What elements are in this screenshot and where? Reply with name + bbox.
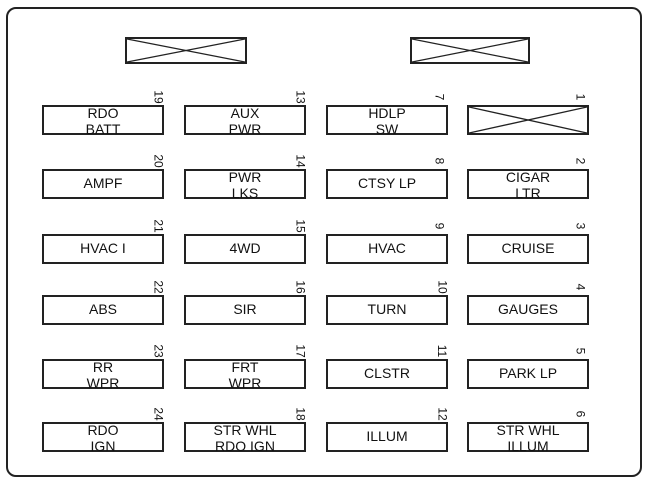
fuse-number: 24: [151, 407, 166, 421]
fuse-label-line-1: STR WHL: [496, 422, 560, 438]
fuse-number: 14: [293, 154, 308, 168]
fuse-label: CTSY LP: [357, 175, 417, 191]
fuse-label-line-2: LTR: [515, 185, 541, 201]
fuse-label-line-1: STR WHL: [213, 422, 277, 438]
fuse-number: 3: [573, 222, 588, 230]
fuse-20: AMPF: [42, 169, 164, 199]
fuse-label-line-1: RDO: [87, 422, 119, 438]
fuse-number: 5: [573, 347, 588, 355]
fuse-number: 16: [293, 280, 308, 294]
fuse-12: ILLUM: [326, 422, 448, 452]
fuse-label-line-1: FRT: [231, 359, 259, 375]
fuse-label-line-1: HDLP: [368, 105, 406, 121]
fuse-label: GAUGES: [498, 301, 558, 317]
fuse-label: HVAC I: [80, 240, 126, 256]
fuse-label: CLSTR: [364, 365, 410, 381]
fuse-number: 19: [151, 90, 166, 104]
fuse-label-line-1: CIGAR: [505, 169, 551, 185]
fuse-label: AMPF: [83, 175, 123, 191]
fuse-1: [467, 105, 589, 135]
fuse-label: TURN: [367, 301, 407, 317]
fuse-label: ILLUM: [366, 428, 408, 444]
fuse-label-line-2: ILLUM: [507, 438, 549, 454]
fuse-number: 13: [293, 90, 308, 104]
fuse-number: 17: [293, 344, 308, 358]
fuse-number: 8: [432, 157, 447, 165]
fuse-number: 10: [435, 280, 450, 294]
fuse-number: 4: [573, 283, 588, 291]
fuse-label-line-2: LKS: [231, 185, 259, 201]
fuse-label-line-2: PWR: [228, 121, 262, 137]
fuse-16: SIR: [184, 295, 306, 325]
fuse-label: SIR: [233, 301, 257, 317]
fuse-5: PARK LP: [467, 359, 589, 389]
fuse-number: 18: [293, 407, 308, 421]
fuse-3: CRUISE: [467, 234, 589, 264]
fuse-number: 9: [432, 222, 447, 230]
empty-slot-cross-icon: [127, 39, 245, 62]
fuse-label-line-1: PWR: [228, 169, 262, 185]
fuse-number: 6: [573, 410, 588, 418]
fuse-number: 2: [573, 157, 588, 165]
fuse-label-line-1: RDO: [87, 105, 119, 121]
fuse-label: ABS: [88, 301, 117, 317]
fuse-label-line-2: WPR: [228, 375, 262, 391]
empty-slot-cross-icon: [469, 107, 587, 133]
fuse-label-line-2: SW: [375, 121, 399, 137]
fuse-number: 1: [573, 93, 588, 101]
fuse-8: CTSY LP: [326, 169, 448, 199]
top-empty-slot-right: [410, 37, 530, 64]
fuse-15: 4WD: [184, 234, 306, 264]
fuse-label-line-2: RDO IGN: [215, 438, 275, 454]
fuse-label: CRUISE: [501, 240, 555, 256]
empty-slot-cross-icon: [412, 39, 528, 62]
fuse-number: 21: [151, 219, 166, 233]
fuse-22: ABS: [42, 295, 164, 325]
fuse-number: 12: [435, 407, 450, 421]
fuse-4: GAUGES: [467, 295, 589, 325]
fuse-label: HVAC: [368, 240, 406, 256]
fuse-number: 23: [151, 344, 166, 358]
fuse-11: CLSTR: [326, 359, 448, 389]
fuse-9: HVAC: [326, 234, 448, 264]
fuse-label-line-2: IGN: [90, 438, 116, 454]
fuse-label-line-1: AUX: [230, 105, 260, 121]
fuse-21: HVAC I: [42, 234, 164, 264]
fuse-10: TURN: [326, 295, 448, 325]
fuse-label: 4WD: [229, 240, 261, 256]
fuse-number: 20: [151, 154, 166, 168]
fuse-panel: [6, 7, 642, 477]
fuse-number: 22: [151, 280, 166, 294]
fuse-number: 7: [432, 93, 447, 101]
fuse-label-line-2: WPR: [86, 375, 120, 391]
fuse-label-line-1: RR: [92, 359, 114, 375]
fuse-label-line-2: BATT: [85, 121, 121, 137]
fuse-label: PARK LP: [498, 365, 558, 381]
fuse-number: 15: [293, 219, 308, 233]
fuse-number: 11: [435, 344, 450, 358]
top-empty-slot-left: [125, 37, 247, 64]
